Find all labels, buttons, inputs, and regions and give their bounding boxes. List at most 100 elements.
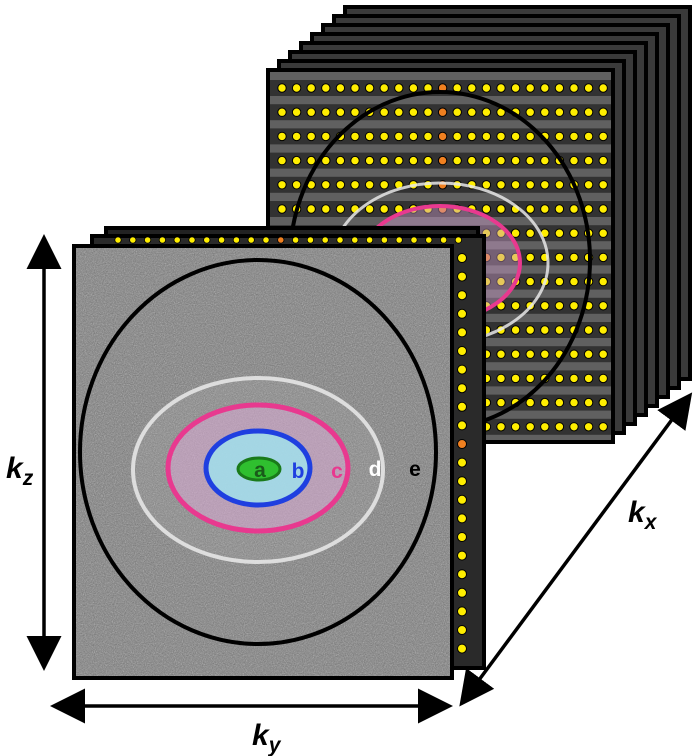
- sampling-dot: [203, 236, 211, 244]
- sampling-dot: [457, 532, 467, 542]
- sampling-dot: [408, 131, 419, 142]
- sampling-dot: [114, 236, 122, 244]
- sampling-dot: [583, 397, 594, 408]
- sampling-dot: [583, 107, 594, 117]
- sampling-dot: [583, 180, 594, 190]
- sampling-dot: [569, 131, 579, 142]
- sampling-dot: [496, 276, 506, 287]
- ky-axis-label: ky: [252, 719, 282, 756]
- sampling-dot: [457, 550, 467, 561]
- sampling-dot: [306, 155, 316, 166]
- sampling-dot: [554, 397, 565, 408]
- sampling-dot: [394, 83, 404, 93]
- sampling-dot: [540, 204, 550, 214]
- sampling-dot: [540, 349, 550, 359]
- sampling-dot: [525, 107, 535, 117]
- sampling-dot: [583, 325, 594, 335]
- sampling-dot: [457, 587, 467, 598]
- sampling-dot: [457, 290, 467, 301]
- sampling-dot: [554, 131, 565, 142]
- sampling-dot: [554, 325, 565, 335]
- region-label-b: b: [292, 460, 305, 483]
- sampling-dot: [598, 325, 608, 335]
- sampling-dot: [277, 204, 287, 214]
- sampling-dot: [540, 325, 550, 335]
- sampling-dot: [525, 204, 535, 214]
- sampling-dot: [525, 131, 535, 142]
- sampling-dot: [554, 204, 565, 214]
- sampling-dot: [321, 236, 329, 244]
- sampling-dot: [510, 155, 521, 166]
- sampling-dot: [457, 420, 467, 431]
- sampling-dot: [457, 569, 467, 580]
- sampling-dot: [306, 131, 316, 142]
- sampling-dot: [291, 236, 300, 244]
- sampling-dot: [350, 107, 360, 117]
- sampling-dot: [291, 83, 302, 93]
- sampling-dot: [457, 253, 467, 263]
- sampling-dot: [598, 397, 608, 408]
- sampling-dot: [351, 236, 359, 244]
- region-label-a: a: [254, 459, 266, 482]
- sampling-dot: [262, 236, 270, 244]
- sampling-dot: [423, 107, 433, 117]
- sampling-dot: [457, 643, 467, 654]
- sampling-dot: [496, 180, 506, 190]
- sampling-dot: [425, 236, 433, 244]
- sampling-dot: [188, 236, 196, 244]
- sampling-dot: [379, 204, 389, 214]
- front-slice: a b c d e: [72, 244, 454, 680]
- sampling-dot: [598, 349, 608, 359]
- sampling-dot: [583, 422, 594, 432]
- top-sampling-dots: [114, 236, 462, 244]
- sampling-dot: [457, 625, 467, 635]
- sampling-dot: [379, 155, 389, 166]
- sampling-dot: [423, 155, 433, 166]
- sampling-dot: [408, 83, 419, 93]
- sampling-dot: [496, 83, 506, 93]
- sampling-dot: [525, 397, 535, 408]
- sampling-dot: [350, 131, 360, 142]
- sampling-dot: [457, 457, 467, 468]
- sampling-dot: [306, 107, 316, 117]
- sampling-dot: [583, 373, 594, 384]
- sampling-dot: [598, 276, 608, 287]
- sampling-dot: [481, 131, 492, 142]
- sampling-dot: [569, 397, 579, 408]
- sampling-dot: [394, 107, 404, 117]
- sampling-dot: [510, 228, 521, 238]
- sampling-dot: [321, 83, 331, 93]
- sampling-dot: [291, 180, 302, 190]
- region-e-ellipse: [78, 258, 438, 646]
- kx-axis-label: kx: [628, 496, 658, 534]
- sampling-dot: [395, 236, 403, 244]
- region-label-e: e: [409, 458, 421, 481]
- sampling-dot: [540, 180, 550, 190]
- sampling-dot: [525, 252, 535, 263]
- sampling-dot: [496, 204, 506, 214]
- sampling-dot: [457, 346, 467, 356]
- sampling-dot: [277, 155, 287, 166]
- sampling-dot: [481, 204, 492, 214]
- sampling-dot: [457, 401, 467, 412]
- sampling-dot: [277, 107, 287, 117]
- sampling-dot: [481, 83, 492, 93]
- sampling-dot: [439, 236, 448, 244]
- sampling-dot: [277, 236, 285, 244]
- sampling-dot: [452, 131, 462, 142]
- sampling-dot: [457, 606, 467, 617]
- sampling-dot: [598, 180, 608, 190]
- sampling-dot: [379, 131, 389, 142]
- sampling-dot: [540, 83, 550, 93]
- sampling-dot: [454, 236, 462, 244]
- sampling-dot: [350, 83, 360, 93]
- sampling-dot: [540, 397, 550, 408]
- sampling-dot: [540, 155, 550, 166]
- sampling-dot: [452, 107, 462, 117]
- sampling-dot: [510, 83, 521, 93]
- sampling-dot: [554, 107, 565, 117]
- sampling-dot: [394, 131, 404, 142]
- sampling-dot: [496, 373, 506, 384]
- kz-axis-label: kz: [6, 452, 34, 490]
- sampling-dot: [173, 236, 181, 244]
